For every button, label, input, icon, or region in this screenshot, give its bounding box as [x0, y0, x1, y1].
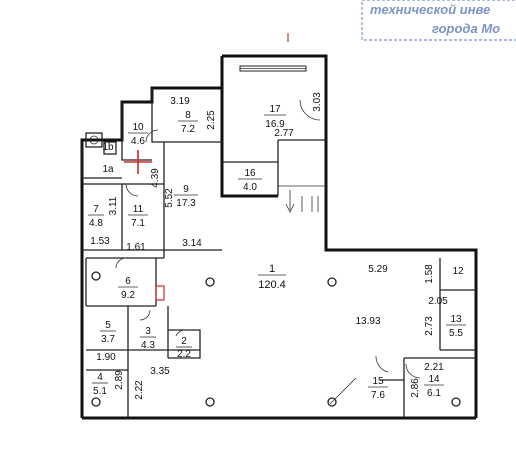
- dimension: 3.03: [312, 92, 323, 112]
- room-area: 16.9: [265, 119, 285, 130]
- dimension: 2.22: [134, 380, 145, 400]
- dimension: 3.14: [182, 238, 202, 249]
- doors: [115, 99, 421, 405]
- room-number: 13: [450, 314, 462, 325]
- room-labels: 17 16.9 8 7.2 10 4.6 9 17.3 16 4.0 7 4.8…: [88, 104, 466, 401]
- room-number: 16: [244, 168, 256, 179]
- dimension: 5.29: [368, 264, 388, 275]
- room-area: 5.1: [93, 386, 107, 397]
- red-markers: [124, 150, 165, 301]
- dimension: 2.86: [410, 378, 421, 398]
- dimension: 3.19: [170, 96, 190, 107]
- room-area: 17.3: [176, 198, 196, 209]
- dimension: 2.77: [274, 128, 294, 139]
- stamp-line-1: технической инве: [370, 2, 490, 17]
- dimension: 1.58: [424, 264, 435, 284]
- columns: [91, 271, 461, 407]
- room-number: 17: [269, 104, 281, 115]
- room-number: 1: [269, 263, 275, 275]
- dimension: 2.21: [424, 362, 444, 373]
- inventory-stamp: технической инве города Мо: [361, 0, 516, 41]
- room-area: 4.8: [89, 218, 103, 229]
- room-number: 3: [145, 326, 151, 337]
- dimension: 1.90: [96, 352, 116, 363]
- stamp-line-2: города Мо: [432, 21, 500, 36]
- dimension-labels: 3.19 2.25 3.03 2.77 5.52 4.39 3.11 1.53 …: [90, 92, 448, 400]
- dimension: 2.73: [424, 316, 435, 336]
- room-area: 4.6: [131, 136, 145, 147]
- room-area: 4.3: [141, 340, 155, 351]
- wc-label: 1b: [102, 142, 114, 153]
- dimension: 2.89: [114, 370, 125, 390]
- room-area: 7.6: [371, 390, 385, 401]
- room-number: 4: [97, 372, 103, 383]
- dimension: 1.53: [90, 236, 110, 247]
- room-number: 11: [133, 204, 144, 215]
- room-number: 7: [93, 204, 99, 215]
- dimension: 13.93: [355, 316, 380, 327]
- room-area: 5.5: [449, 328, 463, 339]
- room-area: 7.2: [181, 124, 195, 135]
- room-number: 9: [183, 184, 189, 195]
- room-number: 12: [452, 266, 464, 277]
- room-area: 120.4: [258, 279, 286, 291]
- room-number: 5: [105, 320, 111, 331]
- stairs-arrow: [285, 190, 319, 213]
- dimension: 2.25: [206, 110, 217, 130]
- dimension: 2.05: [428, 296, 448, 307]
- room-area: 4.0: [243, 182, 257, 193]
- dimension: 3.11: [108, 196, 119, 215]
- dimension: 4.39: [150, 168, 161, 188]
- wc-label: 1a: [102, 164, 114, 175]
- room-number: 6: [125, 276, 131, 287]
- room-number: 10: [132, 122, 144, 133]
- room-area: 6.1: [427, 388, 441, 399]
- room-area: 3.7: [101, 334, 115, 345]
- room-area: 2.2: [177, 349, 191, 360]
- dimension: 5.52: [164, 188, 175, 208]
- room-area: 9.2: [121, 290, 135, 301]
- room-number: 15: [372, 376, 384, 387]
- dimension: 1.61: [126, 242, 146, 253]
- dimension: 3.35: [150, 366, 170, 377]
- room-number: 14: [428, 374, 440, 385]
- room-area: 7.1: [131, 218, 145, 229]
- room-number: 2: [181, 336, 187, 347]
- room-number: 8: [185, 110, 191, 121]
